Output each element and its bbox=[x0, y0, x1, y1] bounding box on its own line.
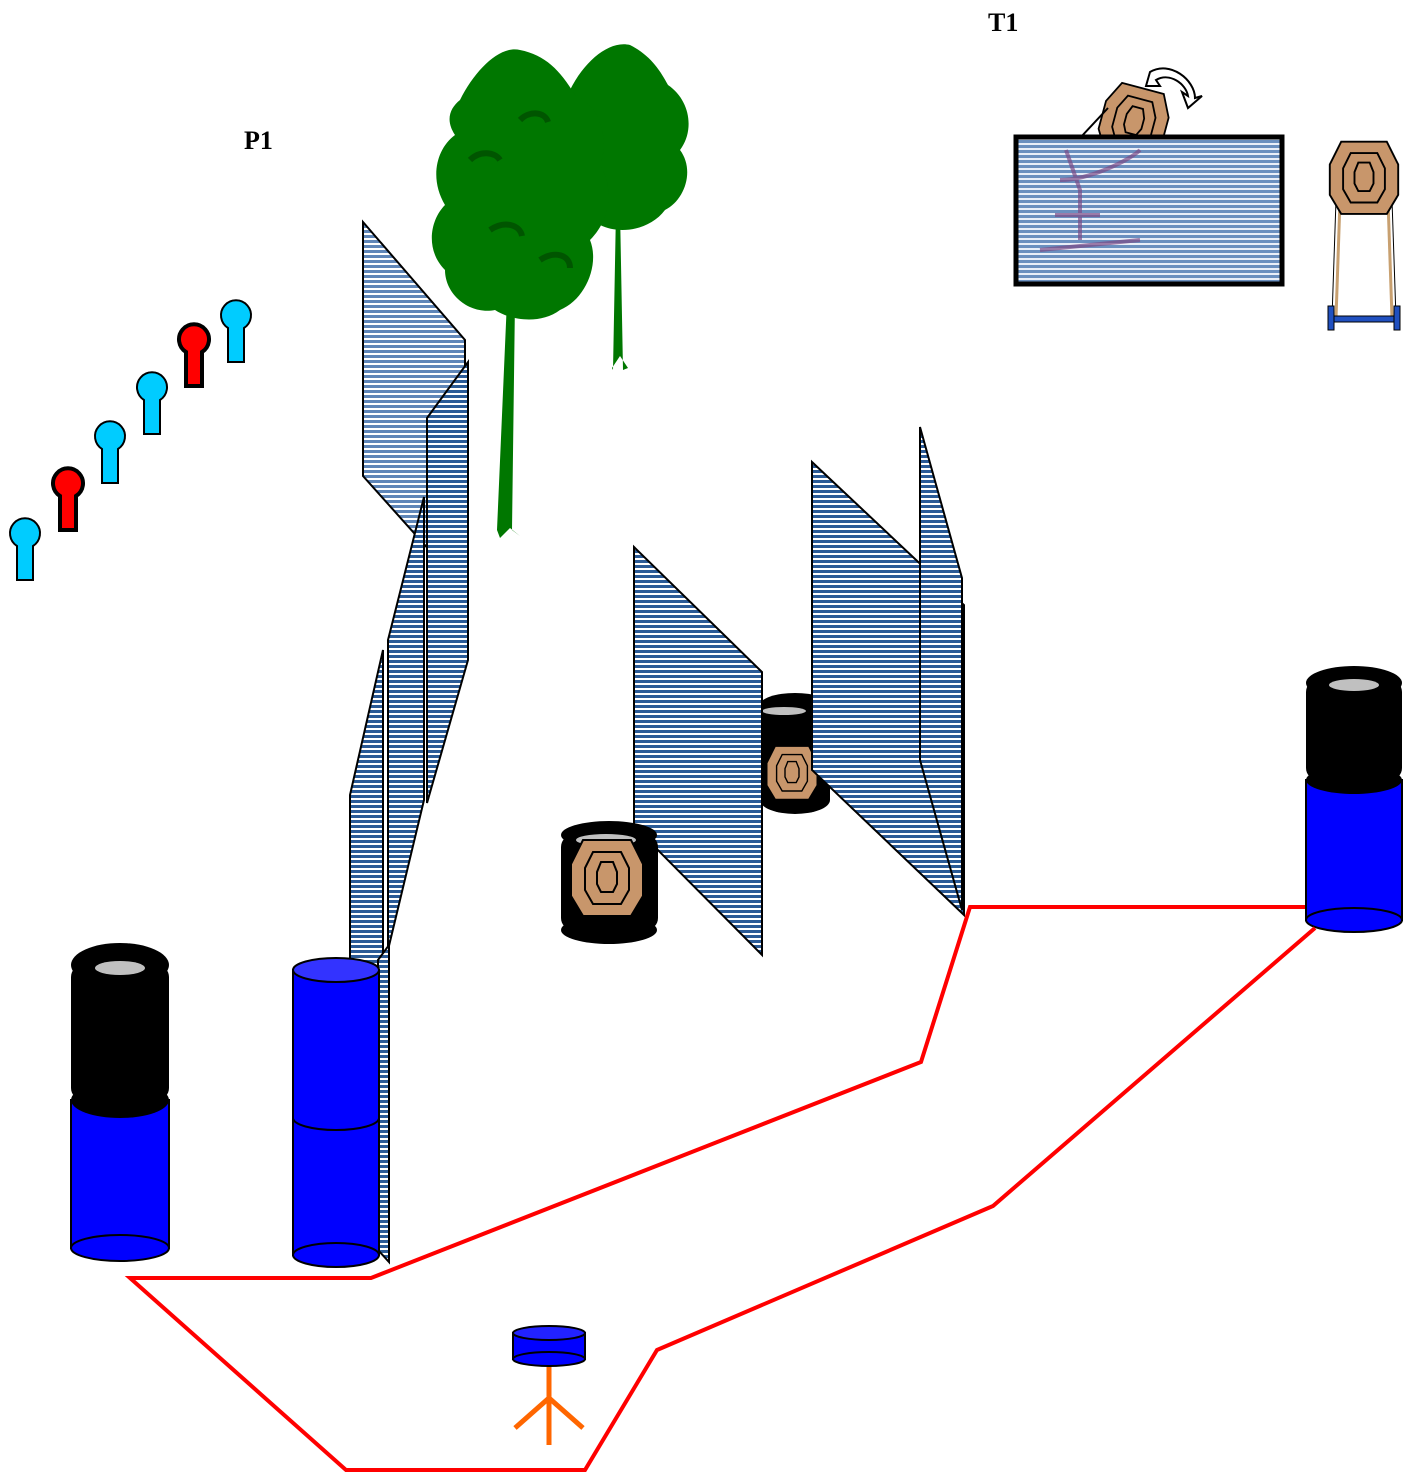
wall-middle bbox=[633, 426, 965, 958]
popper-shoot bbox=[136, 371, 168, 435]
target-stand bbox=[1327, 140, 1401, 331]
barrel-stack-left bbox=[292, 957, 380, 1268]
popper-noshoot bbox=[51, 466, 85, 532]
start-position-tripod bbox=[512, 1325, 586, 1445]
tire-stack-front bbox=[561, 821, 658, 944]
popper-row bbox=[8, 299, 252, 581]
popper-shoot bbox=[220, 299, 252, 363]
tree-icon bbox=[431, 49, 609, 538]
cardboard-target-icon bbox=[1328, 140, 1400, 215]
turning-target-t1 bbox=[1013, 67, 1285, 287]
cardboard-target-icon bbox=[766, 745, 818, 801]
tire-stack-middle bbox=[760, 693, 830, 814]
popper-shoot bbox=[94, 420, 126, 484]
turning-target-label: T1 bbox=[988, 8, 1019, 37]
popper-noshoot bbox=[177, 322, 211, 388]
barrel-tire-stack-left bbox=[70, 943, 170, 1262]
barrel-tire-stack-right bbox=[1305, 666, 1403, 933]
popper-group-label: P1 bbox=[244, 126, 273, 155]
cardboard-target-icon bbox=[570, 839, 644, 917]
rotate-arrow-icon bbox=[1144, 67, 1203, 110]
popper-shoot bbox=[8, 517, 41, 581]
barricade-panel bbox=[1013, 134, 1285, 287]
fault-line bbox=[124, 905, 1317, 1472]
